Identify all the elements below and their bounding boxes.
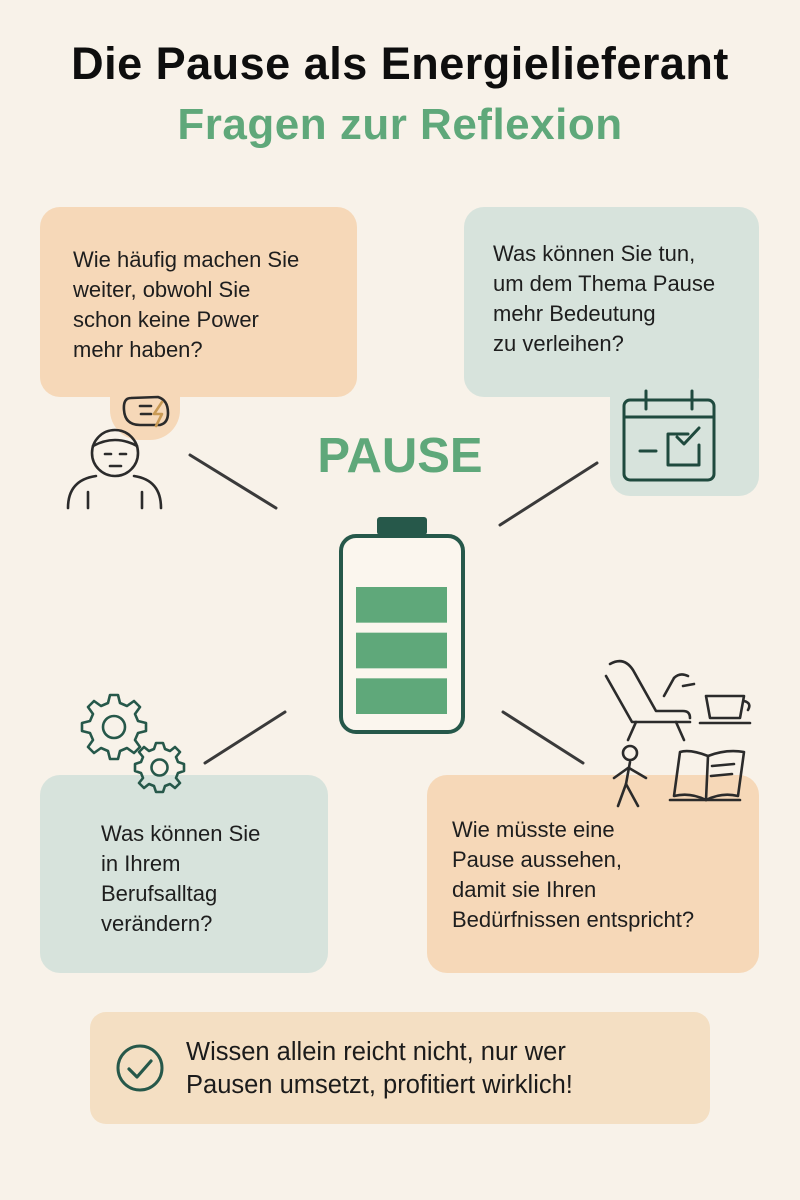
- footer-banner: Wissen allein reicht nicht, nur wer Paus…: [90, 1012, 710, 1124]
- question-line: Wie müsste eine: [452, 817, 615, 842]
- check-circle-icon: [116, 1044, 164, 1092]
- walking-person-icon: [612, 744, 648, 808]
- pause-label: PAUSE: [317, 429, 483, 483]
- question-line: weiter, obwohl Sie: [73, 277, 251, 302]
- connector-line-top-left: [188, 453, 278, 510]
- question-box-top-right: Was können Sie tun, um dem Thema Pause m…: [464, 207, 759, 397]
- open-book-icon: [668, 749, 746, 802]
- main-title: Die Pause als Energielieferant: [71, 38, 729, 89]
- question-line: Was können Sie: [101, 821, 261, 846]
- question-line: schon keine Power: [73, 307, 259, 332]
- question-line: Berufsalltag: [101, 881, 218, 906]
- battery-bar: [356, 587, 447, 623]
- question-line: zu verleihen?: [493, 331, 624, 356]
- question-line: damit sie Ihren: [452, 877, 597, 902]
- connector-line-bottom-left: [203, 710, 287, 765]
- question-line: Pause aussehen,: [452, 847, 623, 872]
- footer-line: Pausen umsetzt, profitiert wirklich!: [186, 1071, 573, 1099]
- question-line: in Ihrem: [101, 851, 181, 876]
- subtitle: Fragen zur Reflexion: [177, 100, 623, 149]
- battery-bar: [356, 632, 447, 669]
- footer-text: Wissen allein reicht nicht, nur wer Paus…: [186, 1036, 573, 1102]
- coffee-cup-icon: [698, 694, 752, 725]
- question-box-top-left: Wie häufig machen Sie weiter, obwohl Sie…: [40, 207, 357, 397]
- question-line: um dem Thema Pause: [493, 271, 716, 296]
- question-line: mehr haben?: [73, 337, 203, 362]
- question-line: mehr Bedeutung: [493, 301, 656, 326]
- connector-line-top-right: [498, 461, 599, 527]
- battery-bars: [356, 587, 447, 714]
- lounge-chair-icon: [604, 659, 696, 742]
- footer-line: Wissen allein reicht nicht, nur wer: [186, 1038, 566, 1066]
- question-box-bottom-left: Was können Sie in Ihrem Berufsalltag ver…: [40, 775, 328, 973]
- battery-bar: [356, 678, 447, 714]
- connector-line-bottom-right: [501, 710, 585, 765]
- question-line: verändern?: [101, 911, 213, 936]
- battery-cap: [377, 517, 427, 535]
- question-line: Was können Sie tun,: [493, 241, 696, 266]
- question-box-bottom-right: Wie müsste eine Pause aussehen, damit si…: [427, 775, 759, 973]
- question-line: Wie häufig machen Sie: [73, 247, 300, 272]
- question-line: Bedürfnissen entspricht?: [452, 907, 695, 932]
